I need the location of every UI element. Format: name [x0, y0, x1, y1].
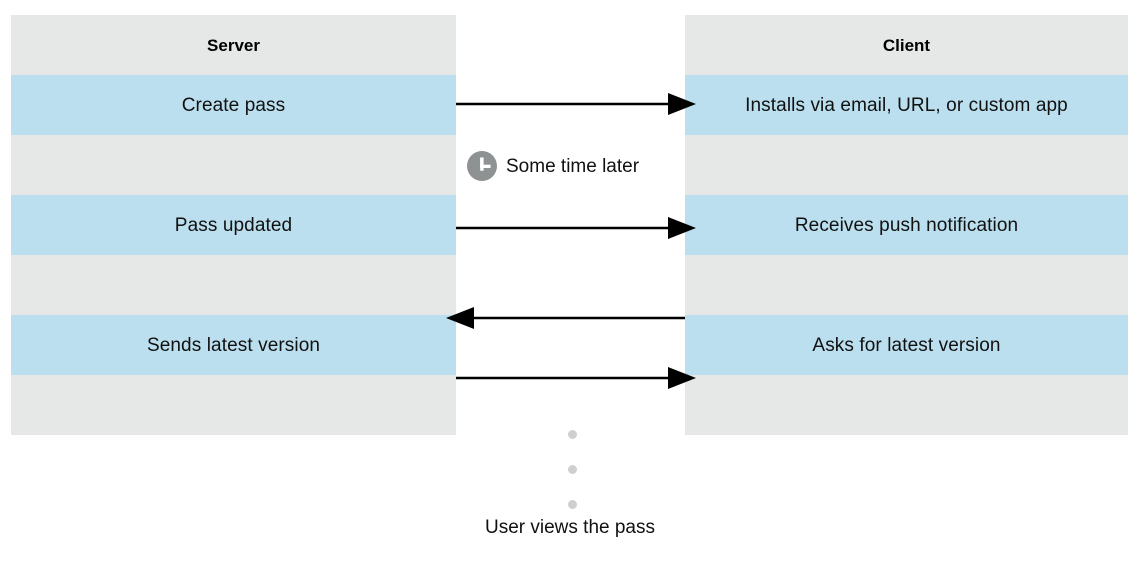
server-lane-header: Server — [11, 15, 456, 75]
server-lane-title: Server — [207, 35, 260, 55]
client-spacer-3 — [685, 375, 1128, 435]
server-step-create-pass: Create pass — [11, 75, 456, 135]
server-step-sends-latest-version-label: Sends latest version — [146, 334, 321, 356]
ellipsis-dot — [567, 500, 577, 509]
time-note-label: Some time later — [506, 155, 640, 177]
server-spacer-2 — [11, 255, 456, 315]
client-step-installs-label: Installs via email, URL, or custom app — [745, 94, 1068, 116]
server-spacer-3 — [11, 375, 456, 435]
ellipsis-dots — [566, 430, 578, 509]
ellipsis-dot — [567, 465, 577, 474]
client-step-receives-push-label: Receives push notification — [794, 214, 1019, 236]
server-step-pass-updated: Pass updated — [11, 195, 456, 255]
client-spacer-2 — [685, 255, 1128, 315]
server-step-create-pass-label: Create pass — [181, 94, 286, 116]
ellipsis-dot — [567, 430, 577, 439]
client-spacer-1 — [685, 135, 1128, 195]
client-step-receives-push: Receives push notification — [685, 195, 1128, 255]
client-lane-title: Client — [882, 35, 931, 55]
arrow-asks-latest-version — [446, 307, 685, 329]
client-lane-header: Client — [685, 15, 1128, 75]
arrow-create-pass — [456, 93, 696, 115]
client-step-asks-latest-version: Asks for latest version — [685, 315, 1128, 375]
diagram-caption: User views the pass — [484, 517, 655, 538]
lane-server: Server Create pass Pass updated Sends la… — [11, 15, 456, 435]
server-spacer-1 — [11, 135, 456, 195]
client-step-installs: Installs via email, URL, or custom app — [685, 75, 1128, 135]
arrow-sends-latest-version — [456, 367, 696, 389]
arrow-pass-updated — [456, 217, 696, 239]
client-step-asks-latest-version-label: Asks for latest version — [812, 334, 1001, 356]
lane-client: Client Installs via email, URL, or custo… — [685, 15, 1128, 435]
clock-icon — [467, 151, 497, 181]
server-step-pass-updated-label: Pass updated — [174, 214, 293, 236]
time-note: Some time later — [464, 148, 644, 184]
server-step-sends-latest-version: Sends latest version — [11, 315, 456, 375]
